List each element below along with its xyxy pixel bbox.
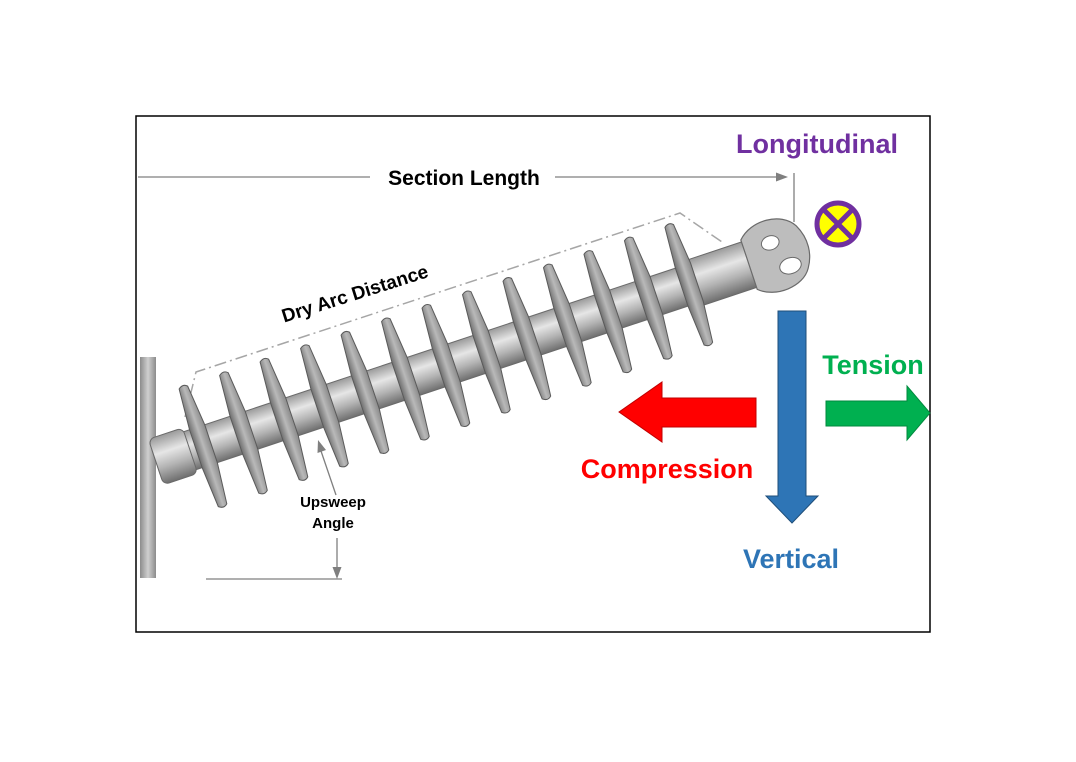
insulator-shed xyxy=(664,223,714,347)
upsweep-angle-dimension xyxy=(206,440,342,580)
insulator-shed xyxy=(623,236,673,360)
tension-label: Tension xyxy=(822,350,924,380)
insulator-shed xyxy=(381,317,430,441)
pole-mount xyxy=(140,357,156,578)
insulator-shed xyxy=(340,330,390,454)
insulator-shed xyxy=(421,304,471,427)
base-end-fitting xyxy=(149,428,197,484)
vertical-arrow xyxy=(764,310,820,524)
upsweep-label: Upsweep xyxy=(300,494,366,511)
tension-arrow xyxy=(825,384,931,442)
insulator-shed xyxy=(300,344,349,468)
section-length-label: Section Length xyxy=(388,167,540,190)
eye-fitting xyxy=(740,218,811,293)
angle-label: Angle xyxy=(312,515,354,532)
longitudinal-into-page-icon xyxy=(814,200,862,248)
vertical-label: Vertical xyxy=(743,544,839,574)
insulator-shed xyxy=(461,290,511,414)
compression-arrow xyxy=(618,381,757,443)
insulator-shed xyxy=(178,384,228,508)
polymer-insulator xyxy=(149,218,811,508)
insulator-shed xyxy=(502,277,552,401)
insulator-shed xyxy=(259,357,309,481)
section-length-dimension xyxy=(138,172,795,222)
insulator-shed xyxy=(219,371,268,495)
insulator-shed xyxy=(542,263,592,387)
compression-label: Compression xyxy=(581,454,754,484)
longitudinal-label: Longitudinal xyxy=(736,129,898,159)
insulator-sheds xyxy=(178,223,714,508)
insulator-shed xyxy=(583,250,633,374)
